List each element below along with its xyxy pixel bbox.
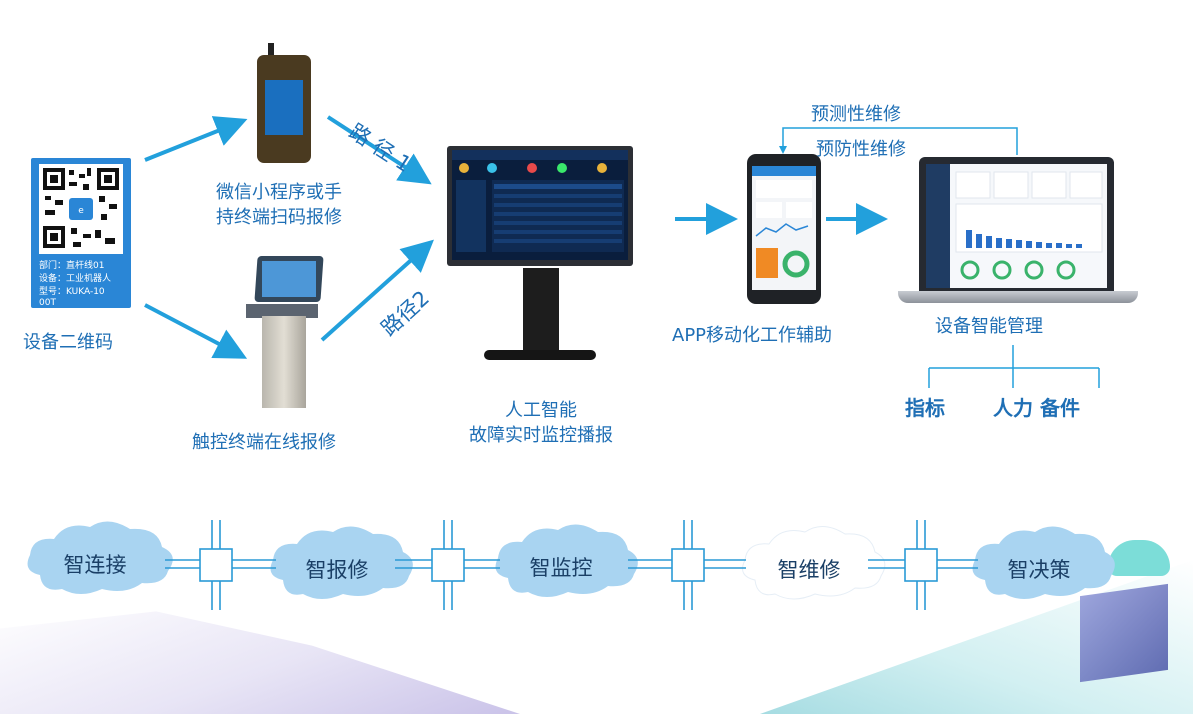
handheld-terminal-screen (265, 80, 303, 135)
cloud-shape-2 (270, 526, 413, 599)
ai-monitor-label-line1: 人工智能 (505, 400, 577, 421)
wechat-scan-label-line1: 微信小程序或手 (216, 182, 342, 203)
connector-1 (165, 520, 276, 610)
cloud-label-repair-report: 智报修 (305, 558, 369, 582)
monitor-stand (523, 268, 559, 356)
ai-monitor-label: 人工智能 故障实时监控播报 (448, 398, 634, 448)
smartphone-app-graphic (752, 166, 816, 278)
phone-antenna-illustration (268, 43, 274, 59)
svg-text:e: e (78, 206, 84, 216)
connector-3 (628, 520, 746, 610)
monitor-dashboard-graphic (452, 150, 628, 252)
touch-kiosk-illustration (262, 316, 306, 408)
cloud-server-top-illustration (1108, 540, 1170, 576)
feedback-arrowhead (779, 146, 787, 154)
touch-terminal-label: 触控终端在线报修 (192, 432, 336, 453)
indicator-label: 指标 (905, 396, 945, 420)
monitor-dashboard-screen (452, 150, 628, 260)
arrow-path2 (320, 239, 434, 342)
laptop-dashboard-screen (926, 164, 1107, 288)
wechat-scan-label: 微信小程序或手 持终端扫码报修 (199, 180, 359, 230)
monitor-base (484, 350, 596, 360)
app-assist-label: APP移动化工作辅助 (672, 325, 833, 346)
wechat-scan-label-line2: 持终端扫码报修 (216, 207, 342, 228)
ai-monitor-label-line2: 故障实时监控播报 (469, 425, 613, 446)
cloud-label-decide: 智决策 (1007, 558, 1071, 582)
arrow-qr-to-phone (144, 116, 248, 162)
qr-device-line: 设备：工业机器人 (39, 274, 112, 284)
feedback-line (782, 127, 1018, 155)
people-parts-label: 人力 备件 (993, 396, 1080, 420)
cloud-shape-5 (972, 526, 1115, 599)
smartphone-app-screen (752, 166, 816, 290)
connector-2 (395, 520, 500, 610)
kiosk-ledge (246, 304, 318, 318)
qr-model-line: 型号：KUKA-10 (39, 287, 105, 297)
preventive-maintenance-label: 预防性维修 (816, 139, 906, 160)
cloud-label-maintain: 智维修 (777, 558, 841, 582)
kiosk-screen-display (262, 261, 316, 297)
cloud-shape-1 (27, 521, 173, 594)
predictive-maintenance-label: 预测性维修 (811, 104, 901, 125)
laptop-base (898, 291, 1138, 303)
qr-code-card: e 部门：直杆线01 设备：工业机器人 型号：KUKA-10 00T (31, 158, 131, 308)
device-management-label: 设备智能管理 (935, 316, 1043, 337)
qr-code-pattern: e (43, 168, 119, 248)
arrow-path1 (326, 115, 432, 185)
cloud-shape-3 (495, 524, 638, 597)
cloud-shape-4 (742, 526, 886, 600)
qr-model-line-cont: 00T (39, 298, 56, 308)
qr-code-label: 设备二维码 (23, 332, 113, 353)
arrow-qr-to-kiosk (144, 303, 248, 359)
qr-code-image: e (39, 164, 123, 254)
laptop-sidebar (926, 164, 950, 288)
laptop-dashboard-graphic (955, 171, 1103, 280)
qr-dept-line: 部门：直杆线01 (39, 261, 105, 271)
connector-4 (868, 520, 978, 610)
cloud-label-monitor: 智监控 (529, 556, 593, 580)
cloud-label-connect: 智连接 (63, 553, 127, 577)
